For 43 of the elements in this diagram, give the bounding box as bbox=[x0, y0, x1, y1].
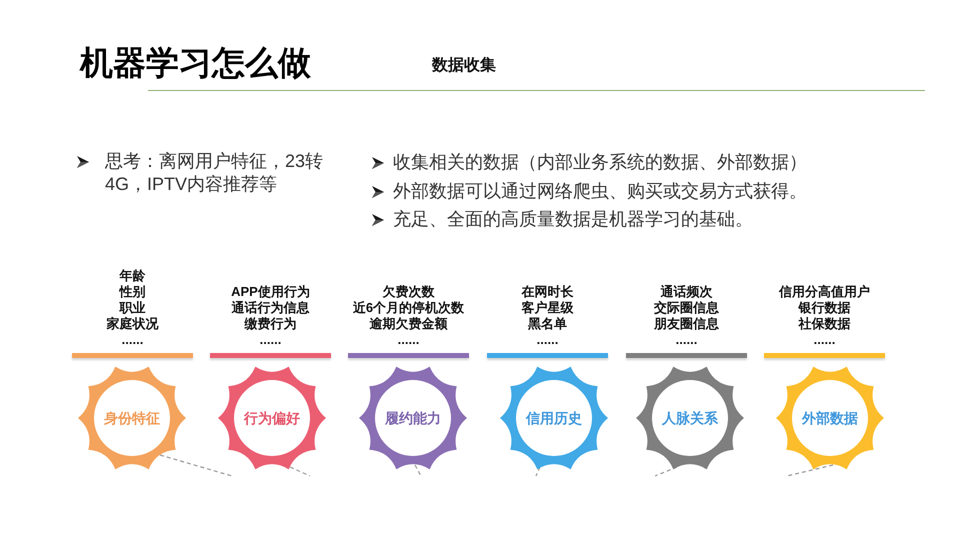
feature-item: ...... bbox=[814, 332, 836, 348]
feature-item: 通话频次 bbox=[660, 284, 712, 300]
feature-item: ...... bbox=[676, 332, 698, 348]
feature-item: 通话行为信息 bbox=[232, 300, 310, 316]
bullet-text: 充足、全面的高质量数据是机器学习的基础。 bbox=[393, 208, 753, 231]
scalloped-badge bbox=[218, 364, 326, 472]
badge-label: 身份特征 bbox=[103, 409, 161, 428]
scalloped-badge bbox=[500, 364, 608, 472]
feature-item: 缴费行为 bbox=[244, 316, 296, 332]
feature-item: 欠费次数 bbox=[382, 284, 434, 300]
slide-title: 机器学习怎么做 bbox=[80, 45, 311, 84]
scalloped-badge bbox=[359, 364, 467, 472]
feature-item: 朋友圈信息 bbox=[654, 316, 719, 332]
feature-item: APP使用行为 bbox=[231, 284, 310, 300]
badge-label: 行为偏好 bbox=[242, 409, 301, 428]
scalloped-badge bbox=[636, 364, 744, 472]
feature-item: 性别 bbox=[120, 284, 146, 300]
bullet-text: 收集相关的数据（内部业务系统的数据、外部数据） bbox=[393, 151, 807, 174]
feature-item: 信用分高值用户 bbox=[779, 284, 870, 300]
badge-label: 外部数据 bbox=[800, 409, 859, 428]
feature-item: ...... bbox=[536, 332, 558, 348]
feature-item: 职业 bbox=[120, 300, 146, 316]
feature-item: 家庭状况 bbox=[106, 316, 158, 332]
feature-item: 客户星级 bbox=[522, 300, 574, 316]
scalloped-badge bbox=[78, 364, 186, 472]
feature-item: 近6个月的停机次数 bbox=[352, 300, 464, 316]
scalloped-badge bbox=[776, 364, 884, 472]
bullet-text: 思考：离网用户特征，23转4G，IPTV内容推荐等 bbox=[105, 150, 324, 196]
section-heading: 数据收集 bbox=[432, 56, 496, 76]
feature-item: 社保数据 bbox=[798, 316, 850, 332]
feature-item: 银行数据 bbox=[798, 300, 850, 316]
badge-label: 信用历史 bbox=[524, 409, 583, 428]
feature-item: 在网时长 bbox=[522, 284, 574, 300]
feature-item: 逾期欠费金额 bbox=[370, 316, 448, 332]
feature-item: ...... bbox=[398, 332, 420, 348]
feature-item: 交际圈信息 bbox=[654, 300, 719, 316]
badge-label: 履约能力 bbox=[384, 409, 442, 428]
feature-item: 黑名单 bbox=[528, 316, 567, 332]
bullet-text: 外部数据可以通过网络爬虫、购买或交易方式获得。 bbox=[393, 180, 807, 203]
feature-item: ...... bbox=[122, 332, 144, 348]
badge-label: 人脉关系 bbox=[660, 409, 719, 428]
feature-item: 年龄 bbox=[120, 268, 146, 284]
feature-item: ...... bbox=[260, 332, 282, 348]
